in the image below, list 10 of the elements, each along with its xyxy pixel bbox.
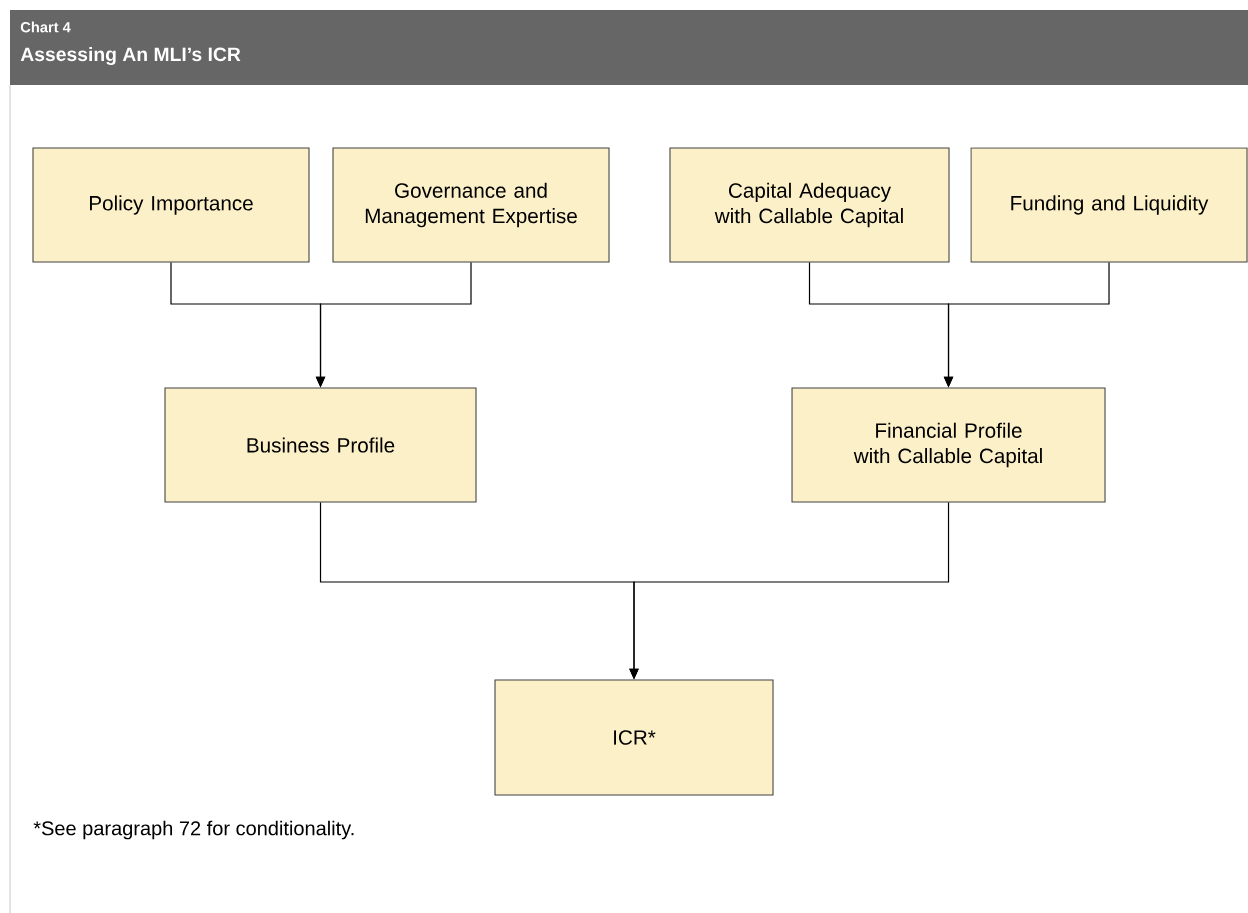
- process-box: ICR*: [494, 679, 774, 796]
- process-box: Financial Profile with Callable Capital: [791, 387, 1106, 503]
- process-box: Policy Importance: [32, 147, 310, 263]
- process-box: Funding and Liquidity: [970, 147, 1248, 263]
- footnote: *See paragraph 72 for conditionality.: [33, 820, 354, 840]
- title: Assessing An MLI’s ICR: [20, 46, 241, 66]
- process-box: Business Profile: [164, 387, 477, 503]
- process-box: Capital Adequacy with Callable Capital: [669, 147, 950, 263]
- process-box: Governance and Management Expertise: [332, 147, 610, 263]
- chart-number: Chart 4: [20, 21, 71, 33]
